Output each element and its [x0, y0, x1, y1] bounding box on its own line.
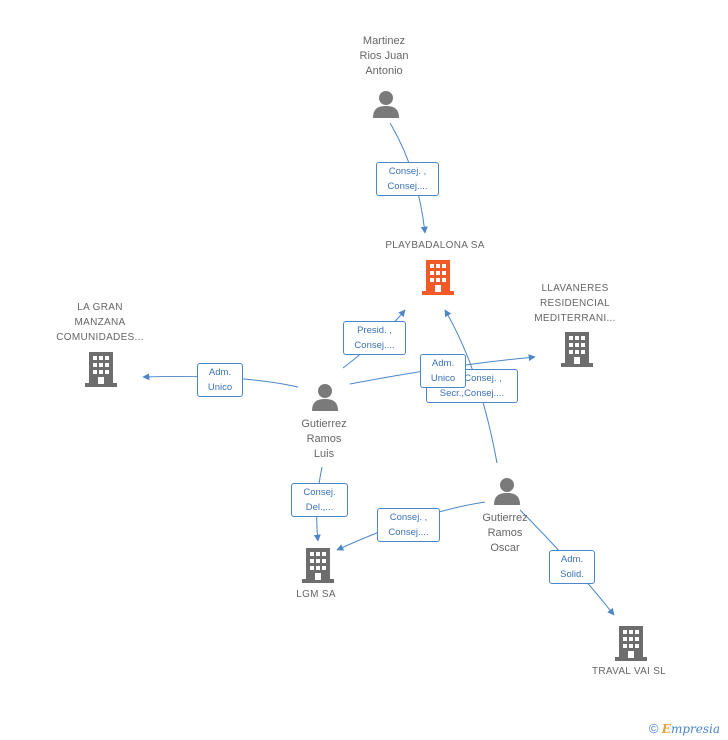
- relation-role-1: Consej.: [303, 487, 336, 498]
- relation-role-1: Adm.: [431, 358, 455, 369]
- person-icon[interactable]: [311, 382, 339, 412]
- relation-role-2: Solid.: [560, 569, 584, 580]
- node-label-playbadalona[interactable]: PLAYBADALONA SA: [385, 240, 485, 251]
- node-label-lagran[interactable]: LA GRAN MANZANA COMUNIDADES...: [56, 302, 144, 343]
- relation-luis-lagran[interactable]: Adm. Unico: [197, 363, 243, 397]
- relation-role-2: Unico: [430, 373, 456, 384]
- relation-martinez-playbadalona[interactable]: Consej. , Consej....: [376, 162, 439, 196]
- relation-role-2: Consej....: [388, 527, 429, 538]
- relation-luis-playbadalona[interactable]: Presid. , Consej....: [343, 321, 406, 355]
- node-label-llavaneres[interactable]: LLAVANERES RESIDENCIAL MEDITERRANI...: [534, 283, 616, 324]
- relation-role-1: Consej. ,: [389, 512, 428, 523]
- node-label-traval[interactable]: TRAVAL VAI SL: [591, 666, 667, 677]
- building-icon[interactable]: [614, 624, 648, 662]
- building-icon[interactable]: [84, 350, 118, 388]
- relation-role-1: Adm.: [560, 554, 584, 565]
- building-icon[interactable]: [301, 546, 335, 584]
- building-icon[interactable]: [560, 330, 594, 368]
- node-label-luis[interactable]: Gutierrez Ramos Luis: [301, 418, 347, 460]
- relation-role-2: Secr.,Consej....: [439, 388, 505, 399]
- relation-role-2: Del.,...: [305, 502, 334, 513]
- relation-oscar-lgm[interactable]: Consej. , Consej....: [377, 508, 440, 542]
- person-icon[interactable]: [493, 476, 521, 506]
- node-label-oscar[interactable]: Gutierrez Ramos Oscar: [482, 512, 528, 554]
- relation-role-1: Presid. ,: [357, 325, 392, 336]
- relation-role-1: Consej. ,: [464, 373, 502, 384]
- relation-oscar-traval[interactable]: Adm. Solid.: [549, 550, 595, 584]
- relation-luis-lgm[interactable]: Consej. Del.,...: [291, 483, 348, 517]
- relation-luis-llavaneres[interactable]: Adm. Unico: [420, 354, 466, 388]
- node-label-lgm[interactable]: LGM SA: [296, 589, 336, 600]
- copyright-icon: ©: [648, 721, 659, 736]
- footer-brand: © Empresia: [649, 721, 720, 736]
- node-label-martinez[interactable]: Martinez Rios Juan Antonio: [359, 35, 409, 77]
- brand-initial: E: [661, 722, 671, 736]
- relation-role-1: Consej. ,: [388, 166, 427, 177]
- person-icon[interactable]: [372, 89, 400, 119]
- relation-role-2: Consej....: [354, 340, 395, 351]
- building-icon[interactable]: [421, 258, 455, 296]
- brand-name: mpresia: [670, 722, 720, 736]
- relation-role-1: Adm.: [208, 367, 232, 378]
- relation-role-2: Consej....: [387, 181, 428, 192]
- relation-role-2: Unico: [207, 382, 233, 393]
